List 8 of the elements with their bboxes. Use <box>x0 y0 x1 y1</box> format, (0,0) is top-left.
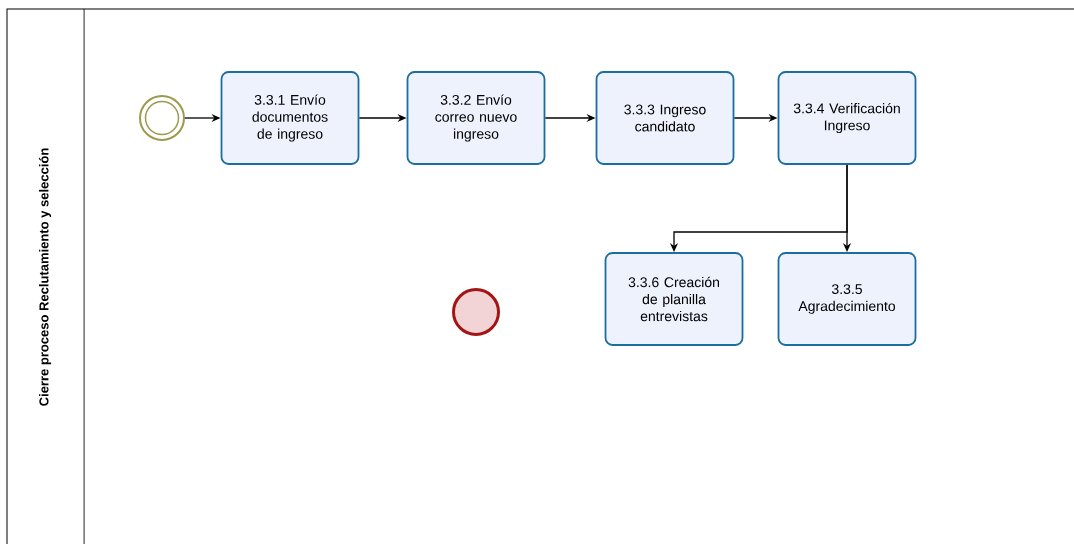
task-box: 3.3.6 Creación de planilla entrevistas <box>604 252 744 346</box>
task-box: 3.3.5 Agradecimiento <box>777 252 917 346</box>
start-event <box>139 95 185 141</box>
end-event <box>452 288 500 336</box>
task-box: 3.3.4 Verificación Ingreso <box>777 71 917 165</box>
task-box: 3.3.3 Ingreso candidato <box>595 71 735 165</box>
task-box: 3.3.1 Envío documentos de ingreso <box>220 71 360 165</box>
task-box: 3.3.2 Envío correo nuevo ingreso <box>406 71 546 165</box>
